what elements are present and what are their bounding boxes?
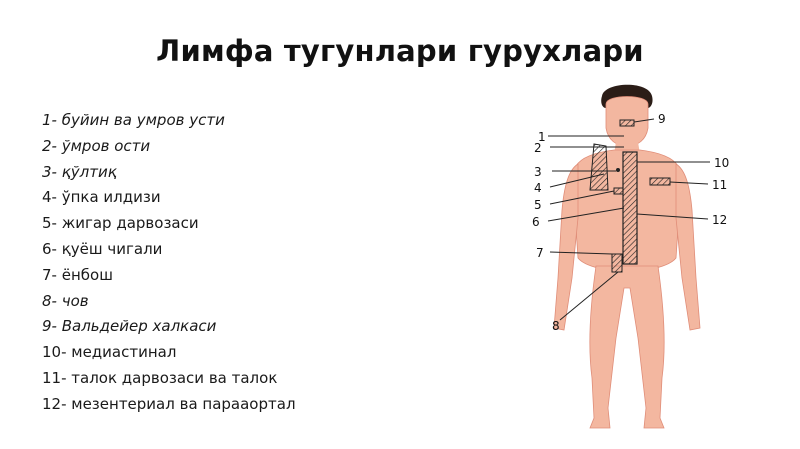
- figure-label-9: 9: [658, 112, 666, 126]
- legend-item-1: 1- буйин ва умров усти: [42, 111, 225, 129]
- figure-label-3: 3: [534, 165, 542, 179]
- figure-label-1: 1: [538, 130, 546, 144]
- figure-label-10: 10: [714, 156, 729, 170]
- figure-label-12: 12: [712, 213, 727, 227]
- legend-item-8: 8- чов: [42, 291, 89, 310]
- legend-item-6: 6- қуёш чигали: [42, 239, 163, 258]
- legs-shape: [589, 265, 665, 429]
- legend-item-5: 5- жигар дарвозаси: [42, 214, 199, 233]
- human-body-figure: 1 2 3 4 5 6 7 8 9 10 11 12: [520, 78, 790, 449]
- left-arm-shape: [553, 163, 579, 331]
- figure-label-7: 7: [536, 246, 544, 260]
- figure-label-11: 11: [712, 178, 727, 192]
- legend-item-3: 3- қўлтиқ: [42, 162, 117, 181]
- figure-number-labels: 1 2 3 4 5 6 7 8 9 10 11 12: [532, 112, 729, 333]
- node-marker-7: [611, 253, 623, 273]
- legend-item-10: 10- медиастинал: [42, 343, 177, 362]
- body-diagram: 1 2 3 4 5 6 7 8 9 10 11 12: [532, 84, 729, 429]
- leader-lines: [547, 118, 710, 321]
- legend-item-9: 9- Вальдейер халкаси: [42, 317, 217, 336]
- node-marker-3: [589, 143, 609, 191]
- node-marker-10: [622, 151, 638, 265]
- figure-label-4: 4: [534, 181, 542, 195]
- legend-item-4: 4- ўпка илдизи: [42, 188, 161, 207]
- figure-label-8: 8: [552, 319, 560, 333]
- node-marker-11: [649, 177, 671, 186]
- legend-item-11: 11- талок дарвозаси ва талок: [42, 368, 278, 387]
- lymph-node-markers: [589, 119, 671, 273]
- legend-item-7: 7- ёнбош: [42, 265, 113, 284]
- node-marker-5: [613, 187, 624, 195]
- node-marker-4: [616, 168, 620, 172]
- lymph-node-legend: 1- буйин ва умров усти 2- ўмров ости 3- …: [42, 108, 296, 418]
- legend-item-2: 2- ўмров ости: [42, 136, 151, 155]
- page-title: Лимфа тугунлари гурухлари: [156, 34, 644, 68]
- node-marker-9: [619, 119, 635, 127]
- figure-label-5: 5: [534, 198, 542, 212]
- figure-label-2: 2: [534, 141, 542, 155]
- right-arm-shape: [675, 163, 701, 331]
- figure-label-6: 6: [532, 215, 540, 229]
- legend-item-12: 12- мезентериал ва парааортал: [42, 394, 296, 413]
